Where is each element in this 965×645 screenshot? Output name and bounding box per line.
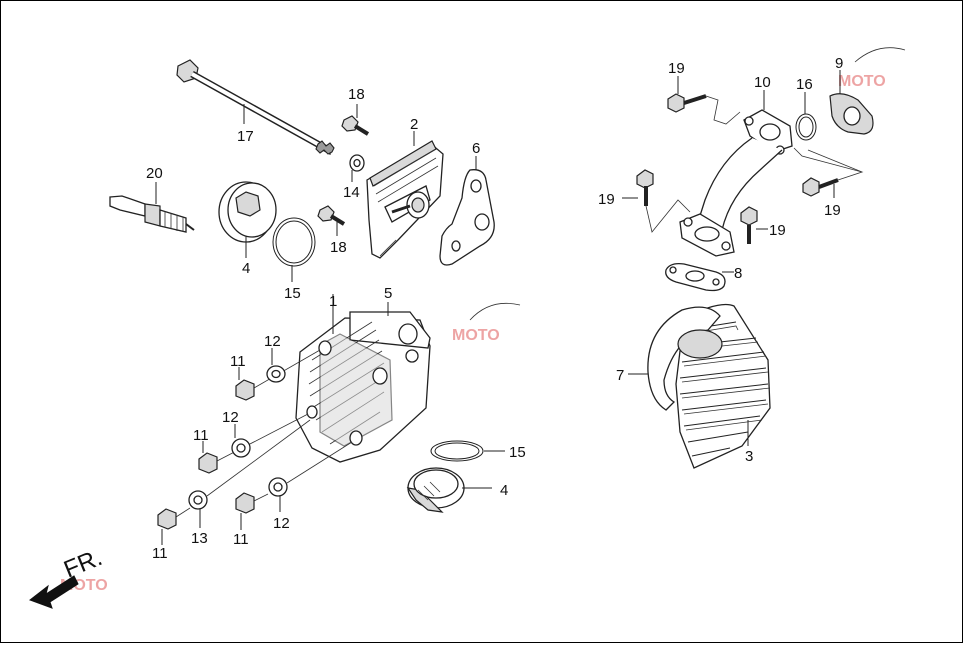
callout-label: 17	[237, 128, 254, 145]
washer-part-13	[188, 419, 311, 528]
callout-label: 16	[796, 76, 813, 93]
plug-cap-part-4	[218, 181, 277, 258]
o-ring-part-15	[272, 217, 316, 282]
callout-label: 8	[734, 265, 742, 282]
callout-label: 12	[264, 333, 281, 350]
bolt-part-18-upper	[341, 104, 370, 136]
callout-label: 15	[509, 444, 526, 461]
callout-label: 4	[500, 482, 508, 499]
callout-label: 13	[191, 530, 208, 547]
callout-label: 15	[284, 285, 301, 302]
valve-cover-part-2	[366, 131, 444, 259]
callout-label: 11	[193, 427, 209, 444]
callout-label: 11	[152, 545, 168, 562]
callout-label: 5	[384, 285, 392, 302]
bolt-part-19-mid	[740, 206, 768, 244]
callout-label: 19	[769, 222, 786, 239]
bolt-part-19-top	[667, 76, 741, 125]
callout-label: 1	[329, 293, 337, 310]
callout-label: 3	[745, 448, 753, 465]
gasket-part-6	[439, 156, 495, 266]
callout-label: 19	[598, 191, 615, 208]
bolt-part-19-left	[622, 169, 691, 233]
callout-label: 19	[668, 60, 685, 77]
washer-part-14	[349, 154, 365, 182]
washer-part-12-b	[231, 424, 251, 458]
bolt-part-18-lower	[317, 205, 346, 236]
nut-part-11-a	[235, 349, 321, 401]
callout-label: 2	[410, 116, 418, 133]
callout-label: 7	[616, 367, 624, 384]
stud-bolt-part-17	[176, 59, 335, 156]
callout-label: 10	[754, 74, 771, 91]
callout-label: 4	[242, 260, 250, 277]
watermark-text: MOTO	[838, 73, 886, 90]
o-ring-part-15-lower	[430, 440, 505, 462]
watermark-logo: MOTO	[452, 302, 521, 344]
callout-label: 12	[273, 515, 290, 532]
callout-label: 9	[835, 55, 843, 72]
spark-plug-part-20	[109, 182, 195, 233]
nut-part-11-b	[198, 413, 309, 474]
watermark-logo: MOTO	[838, 47, 906, 90]
plug-cap-part-4-lower	[406, 467, 492, 513]
callout-label: 11	[230, 353, 246, 370]
o-ring-part-16	[795, 92, 817, 141]
washer-part-12-a	[266, 348, 286, 383]
cylinder-head-part-1	[295, 294, 431, 463]
nut-part-11-d	[235, 492, 269, 530]
watermark-text: MOTO	[452, 327, 500, 344]
callout-label: 14	[343, 184, 360, 201]
callout-label: 20	[146, 165, 163, 182]
insulator-part-9	[807, 70, 874, 173]
callout-label: 18	[330, 239, 347, 256]
callout-label: 12	[222, 409, 239, 426]
gasket-part-8	[665, 262, 734, 292]
callout-label: 18	[348, 86, 365, 103]
intake-pipe-part-10	[679, 90, 793, 257]
washer-part-12-c	[268, 441, 353, 512]
gasket-part-7	[628, 306, 723, 411]
callout-label: 11	[233, 531, 249, 548]
callout-labels: 17 20 4 15 18 14 18 2 6 1 5 11 12 12 11 …	[146, 55, 843, 562]
bolt-part-19-right	[793, 147, 864, 198]
callout-label: 19	[824, 202, 841, 219]
callout-label: 6	[472, 140, 480, 157]
nut-part-11-c	[157, 507, 191, 545]
